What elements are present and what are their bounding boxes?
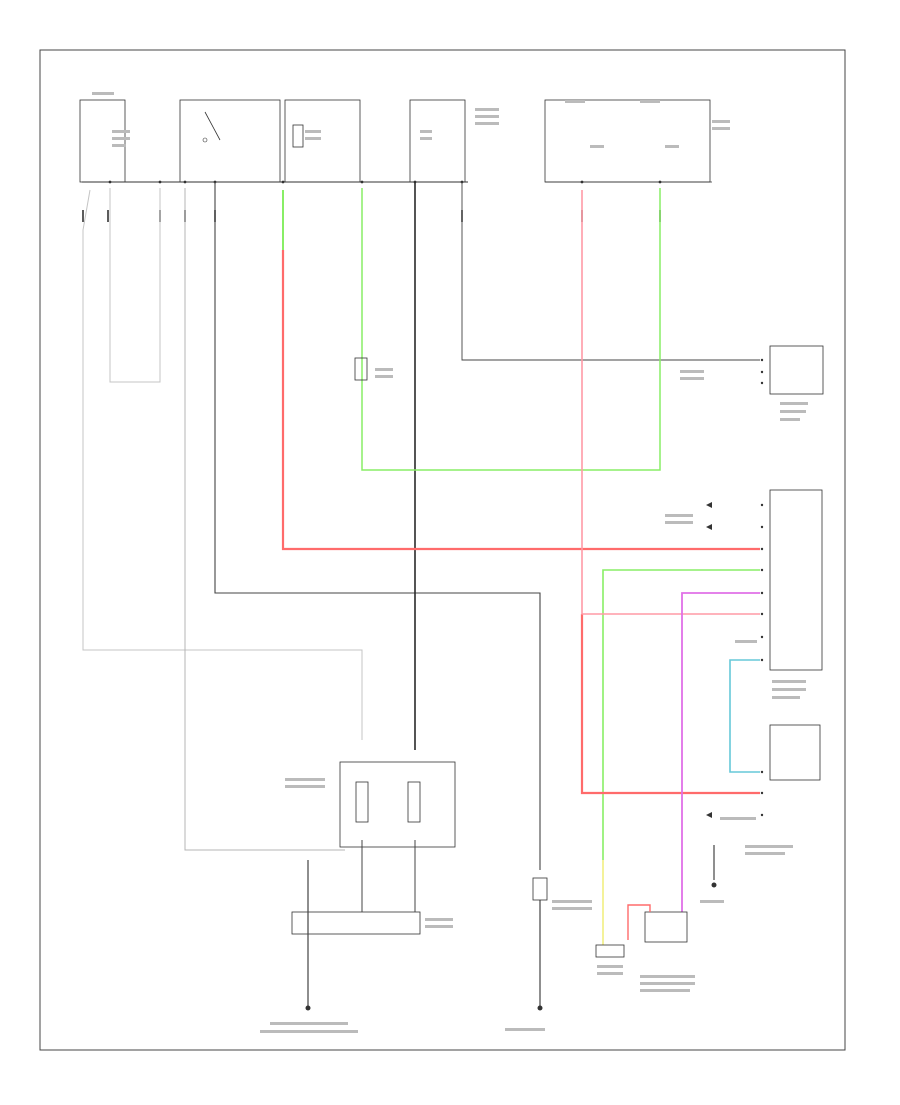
relay-box [284, 99, 361, 183]
lower-connector-box [291, 911, 421, 935]
lockup-box [595, 944, 625, 958]
solenoid-b [407, 781, 421, 823]
engine-control-module-box [769, 345, 824, 395]
tcm-sub-box [769, 724, 821, 781]
wire-red-lower [580, 614, 760, 795]
relay-coil [292, 124, 304, 148]
ecm-pins [760, 358, 764, 385]
pin-ticks [82, 210, 661, 222]
wire-pink [581, 190, 760, 615]
fluid-temp-sensor-box [644, 911, 688, 943]
tcm-box [769, 489, 823, 671]
wire-cyan [729, 659, 760, 773]
wire-green-lower [602, 569, 760, 860]
shift-solenoid-box [339, 761, 456, 848]
ground-center [537, 1005, 543, 1011]
wire-green-loop [361, 188, 661, 471]
solenoid-a [355, 781, 369, 823]
arrow-markers [706, 502, 712, 818]
ground-right [711, 882, 717, 888]
fuse-block-box [409, 99, 466, 183]
wire-magenta [681, 592, 760, 912]
wire-gray-mid [184, 188, 345, 851]
illegible-labels [92, 92, 808, 1033]
right-fuse-box [544, 99, 711, 183]
switch-contact [204, 111, 221, 141]
wire-black-left [214, 182, 541, 870]
starter-relay-box [179, 99, 281, 183]
wire-gray-long-left [82, 189, 363, 740]
wire-black-right-ecm [461, 182, 760, 361]
wire-gray-left-loop [109, 188, 161, 383]
combination-switch-box [79, 99, 126, 183]
inline-fuse [354, 357, 368, 381]
tcm-pins [760, 503, 764, 817]
diagram-frame [39, 49, 846, 1051]
wire-red-main [281, 250, 760, 551]
switch-pivot [202, 137, 208, 143]
ground-left [305, 1005, 311, 1011]
park-neutral-switch [532, 877, 548, 901]
sensor-lead-red [627, 904, 651, 940]
